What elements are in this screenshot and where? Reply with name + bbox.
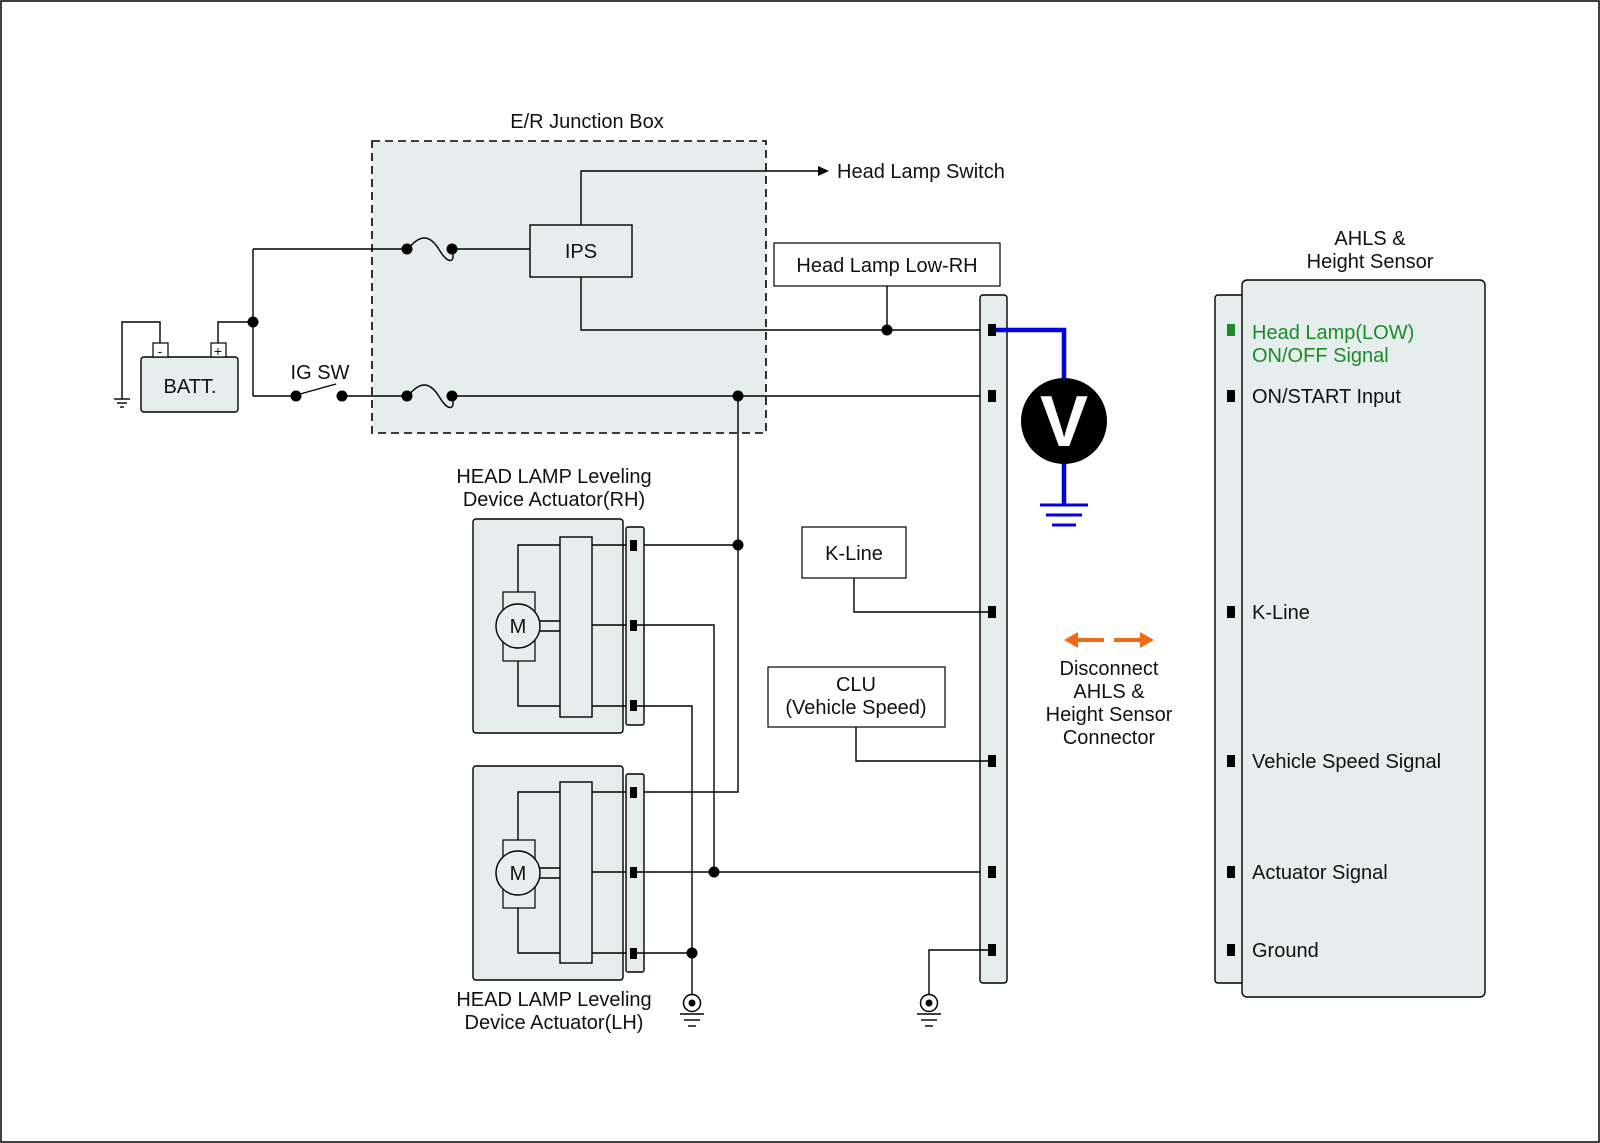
harness-connector [979,294,1008,984]
voltmeter-icon [1021,378,1107,464]
actuator-lh-title-2: Device Actuator(LH) [465,1012,644,1034]
motor-icon [495,850,541,896]
ahls-height-sensor: AHLS & Height Sensor Head Lamp(LOW) ON/O… [1214,228,1486,998]
ahls-pin-actuator-signal: Actuator Signal [1252,862,1388,884]
ahls-pin-ground: Ground [1252,940,1319,962]
junction-box: E/R Junction Box [371,111,767,434]
ahls-title-2: Height Sensor [1307,251,1434,273]
ahls-pin-k-line: K-Line [1252,602,1310,624]
arrow-right-icon [1140,632,1154,648]
actuator-rh: HEAD LAMP Leveling Device Actuator(RH) M [456,466,652,734]
chassis-ground-icon [114,398,130,408]
arrow-left-icon [1064,632,1078,648]
ahls-pin-head-lamp-2: ON/OFF Signal [1252,345,1389,367]
clu-label-1: CLU [836,674,876,696]
clu-label-2: (Vehicle Speed) [785,697,926,719]
k-line-label: K-Line [825,543,883,565]
battery-label: BATT. [164,376,217,398]
disconnect-indicator: Disconnect AHLS & Height Sensor Connecto… [1046,632,1173,749]
arrow-right-icon [818,166,829,176]
disconnect-label-3: Height Sensor [1046,704,1173,726]
head-lamp-switch-label: Head Lamp Switch [837,161,1005,183]
ips-label: IPS [565,241,597,263]
ips-module: IPS [529,224,633,278]
ground-icon [1040,503,1088,527]
head-lamp-low-rh-label: Head Lamp Low-RH [796,255,977,277]
ground-icon [680,993,704,1027]
fuse-icon [407,237,454,262]
ahls-title-1: AHLS & [1334,228,1406,250]
ahls-pin-on-start: ON/START Input [1252,386,1401,408]
ahls-pin-head-lamp-1: Head Lamp(LOW) [1252,322,1414,344]
actuator-rh-title-2: Device Actuator(RH) [463,489,645,511]
actuator-lh: M HEAD LAMP Leveling Device Actuator(LH) [456,765,652,1034]
actuator-lh-title-1: HEAD LAMP Leveling [456,989,651,1011]
ig-switch-icon [299,383,337,395]
ig-switch-label: IG SW [291,362,350,384]
ahls-pin-vehicle-speed: Vehicle Speed Signal [1252,751,1441,773]
disconnect-label-4: Connector [1063,727,1156,749]
ground-icon [917,993,941,1027]
actuator-rh-title-1: HEAD LAMP Leveling [456,466,651,488]
junction-box-label: E/R Junction Box [510,111,663,133]
battery-plus-label: + [214,343,222,359]
disconnect-label-2: AHLS & [1073,681,1145,703]
disconnect-label-1: Disconnect [1060,658,1159,680]
clu-module: CLU (Vehicle Speed) [767,666,992,762]
battery-minus-label: - [158,343,163,359]
voltmeter: V [996,327,1107,527]
battery: BATT. - + [114,321,253,413]
head-lamp-low-rh: Head Lamp Low-RH [773,242,1001,330]
voltmeter-label: V [1040,382,1088,462]
motor-label: M [510,863,527,885]
k-line-module: K-Line [801,526,992,613]
motor-label: M [510,616,527,638]
head-lamp-switch-output: Head Lamp Switch [580,161,1005,225]
motor-icon [495,603,541,649]
fuse-icon [407,384,454,409]
